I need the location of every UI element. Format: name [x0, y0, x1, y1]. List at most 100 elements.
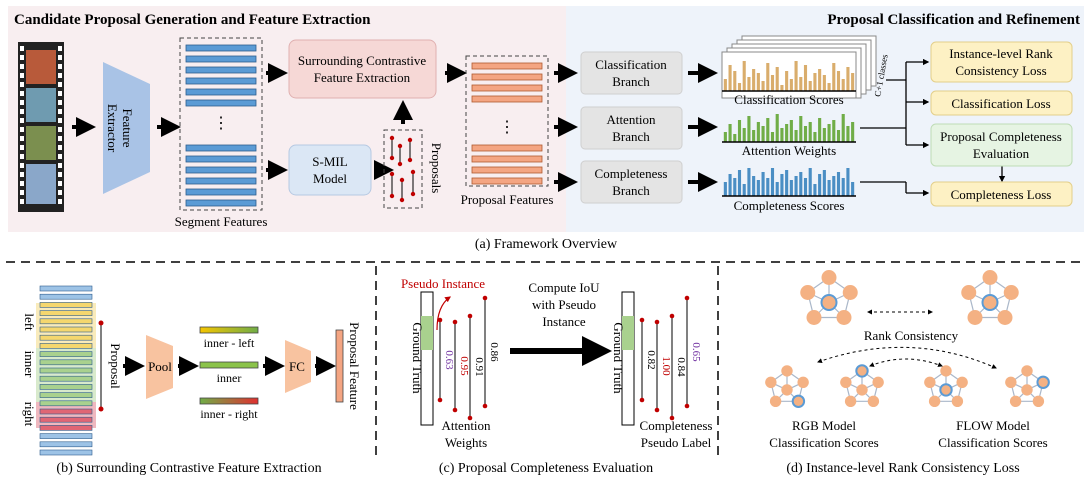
proposal-feature-bar [471, 166, 543, 174]
completeness-branch-box [580, 160, 683, 204]
score-bar [780, 174, 784, 196]
ground-truth-label-left: Ground Truth [410, 322, 425, 394]
feature-extractor-trapezoid [103, 62, 150, 194]
score-bar [794, 176, 798, 196]
segment-feature-bar [185, 177, 257, 185]
score-bar [752, 130, 756, 142]
score-bar [841, 114, 845, 142]
panel-b [36, 285, 96, 456]
rank-consistency-loss-box [930, 41, 1073, 83]
film-hole [20, 136, 24, 141]
score-bar [846, 168, 850, 196]
flow-model-label-1: FLOW Model [956, 418, 1030, 433]
score-bar [818, 118, 822, 142]
feature-bar-b [39, 326, 93, 333]
score-bar [728, 124, 732, 142]
score-value: 1.00 [660, 356, 672, 376]
proposal-start-pin [98, 320, 104, 326]
proposals-label: Proposals [429, 143, 444, 194]
film-hole [20, 73, 24, 78]
graph-node [1021, 365, 1033, 377]
score-bar [789, 180, 793, 196]
caption-b: (b) Surrounding Contrastive Feature Extr… [56, 461, 321, 476]
completeness-loss-label: Completeness Loss [951, 187, 1052, 202]
film-hole [20, 172, 24, 177]
proposal-completeness-evaluation-box [930, 123, 1073, 167]
film-hole [20, 100, 24, 105]
score-bar [775, 67, 779, 91]
svg-text:⋮: ⋮ [499, 119, 515, 136]
attention-branch-box [580, 106, 683, 150]
feature-bar-b [39, 375, 93, 382]
video-film-strip [18, 42, 64, 212]
right-label: right [22, 402, 37, 427]
classification-loss-label: Classification Loss [951, 96, 1050, 111]
classification-branch-box [580, 51, 683, 95]
attention-weights-c-1: Attention [441, 418, 491, 433]
score-value: 0.63 [443, 350, 455, 370]
feature-bar-b [39, 343, 93, 349]
caption-c: (c) Proposal Completeness Evaluation [439, 461, 653, 476]
proposal-pin-bottom [654, 407, 660, 413]
feature-bar-b [39, 400, 93, 407]
proposal-pin-top [452, 319, 458, 325]
feature-bar-b [39, 334, 93, 341]
proposal-label-b: Proposal [108, 343, 123, 389]
score-bar [756, 180, 760, 196]
smil-model-box [288, 144, 372, 196]
pool-label: Pool [148, 359, 172, 374]
feature-bar-b [39, 441, 93, 448]
film-hole [20, 163, 24, 168]
film-hole [20, 199, 24, 204]
proposal-pin [389, 155, 395, 161]
video-frame-3 [26, 126, 56, 160]
proposal-pin [389, 135, 395, 141]
score-bar [733, 71, 737, 91]
score-bar [761, 81, 765, 91]
score-bar [803, 65, 808, 91]
score-bar [770, 132, 775, 142]
proposal-pin-top [639, 317, 645, 323]
pseudo-instance-label: Pseudo Instance [401, 276, 485, 291]
proposal-features-label: Proposal Features [461, 192, 554, 207]
attention-branch-label-1: Attention [606, 112, 656, 127]
fc-trapezoid [285, 340, 311, 393]
film-hole [20, 82, 24, 87]
score-bar [827, 180, 831, 196]
score-bar [785, 71, 789, 91]
feature-bar-b [39, 359, 93, 366]
film-hole [58, 55, 62, 60]
film-hole [58, 181, 62, 186]
rgb-model-label-2: Classification Scores [769, 435, 878, 450]
attention-weights-label: Attention Weights [742, 143, 836, 158]
graph-node [872, 376, 884, 388]
smil-label-2: Model [313, 171, 347, 186]
proposal-feature-bar [471, 144, 543, 152]
surrounding-contrastive-label-1: Surrounding Contrastive [298, 53, 426, 68]
score-bar [747, 77, 751, 91]
proposal-pin-top [437, 317, 443, 323]
score-bar [808, 81, 812, 91]
rank-loss-label-1: Instance-level Rank [949, 46, 1053, 61]
inner-feature-label: inner [217, 371, 242, 385]
proposal-feature-bar [471, 155, 543, 163]
proposal-pin-top [669, 313, 675, 319]
score-bar [780, 85, 784, 91]
segment-feature-bar [185, 55, 257, 63]
score-bar [747, 116, 751, 142]
segment-features-label: Segment Features [175, 214, 268, 229]
score-value: 0.84 [675, 357, 687, 377]
score-bar [813, 184, 817, 196]
graph-node [924, 376, 936, 388]
graph-node [781, 384, 793, 396]
segment-feature-bar [185, 44, 257, 52]
feature-bar-b [39, 310, 93, 316]
compute-iou-line-2: with Pseudo [532, 297, 596, 312]
completeness-pseudo-label-1: Completeness [640, 418, 713, 433]
compute-iou-line-1: Compute IoU [528, 280, 600, 295]
graph-node [800, 285, 816, 300]
film-hole [20, 181, 24, 186]
film-hole [58, 64, 62, 69]
feature-bar-b [39, 449, 93, 456]
film-hole [20, 190, 24, 195]
